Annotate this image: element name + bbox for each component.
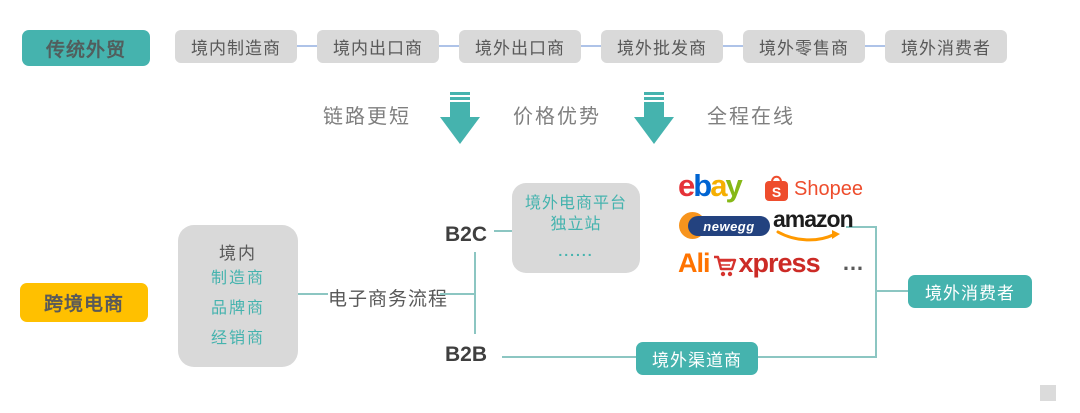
newegg-pill: newegg [688, 216, 770, 236]
connector-domestic-to-process [298, 293, 328, 295]
traditional-trade-label: 传统外贸 [22, 30, 150, 66]
b2c-label: B2C [445, 223, 488, 246]
newegg-logo: newegg [679, 211, 771, 241]
chain-box-domestic-manufacturer: 境内制造商 [175, 30, 297, 63]
newegg-logo-text: newegg [703, 218, 755, 234]
domestic-title: 境内 [219, 244, 257, 263]
ebay-letter-e: e [678, 168, 695, 203]
chain-connector [723, 45, 743, 47]
b2b-label: B2B [445, 343, 488, 366]
connector-right-bracket-vertical [875, 226, 877, 358]
connector-b2c-to-platform [494, 230, 512, 232]
role-brand-owner: 品牌商 [210, 300, 265, 317]
connector-bracket-to-consumer [875, 290, 908, 292]
aliexpress-ali-text: Ali [678, 248, 711, 278]
overseas-channel-box: 境外渠道商 [636, 342, 758, 375]
benefit-fully-online: 全程在线 [707, 106, 795, 128]
platform-line2: 独立站 [550, 216, 602, 233]
benefit-price-advantage: 价格优势 [513, 106, 601, 128]
ebay-letter-a: a [710, 168, 727, 203]
ecommerce-process-label: 电子商务流程 [328, 289, 449, 310]
amazon-logo-text: amazon [773, 206, 854, 232]
role-manufacturer: 制造商 [210, 270, 265, 287]
domestic-sellers-box: 境内 制造商 品牌商 经销商 [178, 225, 298, 367]
svg-text:S: S [772, 184, 781, 200]
connector-channel-to-bracket [758, 356, 875, 358]
role-distributor: 经销商 [210, 330, 265, 347]
benefit-shorter-chain: 链路更短 [323, 106, 411, 128]
platform-line1: 境外电商平台 [524, 195, 627, 212]
ebay-logo: ebay [678, 168, 743, 203]
aliexpress-logo: Ali xpress [678, 248, 821, 279]
aliexpress-xpress-text: xpress [738, 248, 821, 278]
overseas-platform-box: 境外电商平台 独立站 ...... [512, 183, 640, 273]
chain-connector [865, 45, 885, 47]
chain-box-overseas-exporter: 境外出口商 [459, 30, 581, 63]
connector-b2c-b2b-vertical [474, 252, 476, 334]
chain-box-overseas-consumer: 境外消费者 [885, 30, 1007, 63]
overseas-consumer-box: 境外消费者 [908, 275, 1032, 308]
down-arrow-icon [634, 92, 674, 144]
amazon-smile-icon [776, 230, 840, 242]
platform-ellipsis: ...... [558, 243, 594, 259]
chain-connector [581, 45, 601, 47]
chain-box-overseas-wholesaler: 境外批发商 [601, 30, 723, 63]
connector-process-to-split [440, 293, 475, 295]
crossborder-ecommerce-label: 跨境电商 [20, 283, 148, 322]
more-platforms-ellipsis: … [842, 250, 864, 275]
chain-connector [439, 45, 459, 47]
down-arrow-icon [440, 92, 480, 144]
ebay-letter-y: y [725, 168, 742, 203]
connector-b2b-to-channel [502, 356, 636, 358]
aliexpress-cart-icon [713, 255, 736, 276]
corner-handle-square [1040, 385, 1056, 401]
chain-connector [297, 45, 317, 47]
shopee-bag-icon: S [765, 175, 788, 201]
connector-platforms-to-bracket [846, 226, 875, 228]
chain-box-domestic-exporter: 境内出口商 [317, 30, 439, 63]
ebay-letter-b: b [693, 168, 712, 203]
chain-box-overseas-retailer: 境外零售商 [743, 30, 865, 63]
shopee-logo-text: Shopee [794, 178, 863, 200]
